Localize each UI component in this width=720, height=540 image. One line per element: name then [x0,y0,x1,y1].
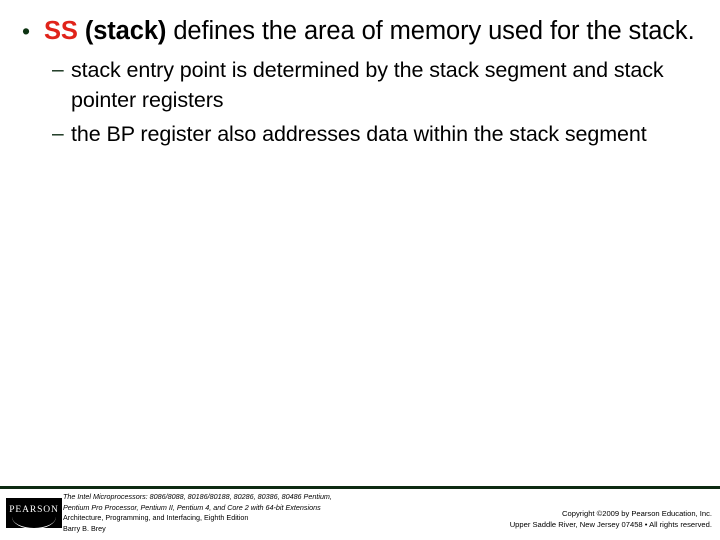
bullet-marker-dash: – [52,58,64,81]
register-name-ss: SS [44,17,78,45]
bullet-level2-first: – stack entry point is determined by the… [0,55,720,115]
bullet-level1-text: SS (stack) defines the area of memory us… [44,14,708,48]
book-citation: The Intel Microprocessors: 8086/8088, 80… [63,492,393,534]
bullet-marker-dot: • [22,18,31,44]
copyright-line: Upper Saddle River, New Jersey 07458 • A… [509,520,712,529]
bullet-level2-text: stack entry point is determined by the s… [71,58,664,112]
bullet-level1-remainder: defines the area of memory used for the … [166,17,695,45]
footer-divider-rule [0,486,720,489]
pearson-logo: PEARSON [6,498,62,528]
bullet-level2-second: – the BP register also addresses data wi… [0,119,720,149]
pearson-logo-swoosh-icon [12,517,56,528]
citation-line: The Intel Microprocessors: 8086/8088, 80… [63,492,332,501]
bullet-level2-text: the BP register also addresses data with… [71,122,647,146]
register-alias-stack: (stack) [77,17,167,45]
citation-line: Architecture, Programming, and Interfaci… [63,513,249,523]
citation-author: Barry B. Brey [63,523,106,533]
copyright-line: Copyright ©2009 by Pearson Education, In… [562,509,712,518]
bullet-level1: • SS (stack) defines the area of memory … [0,14,720,48]
copyright-notice: Copyright ©2009 by Pearson Education, In… [382,508,712,530]
citation-line: Pentium Pro Processor, Pentium II, Penti… [63,502,321,512]
bullet-marker-dash: – [52,122,64,145]
slide-body: • SS (stack) defines the area of memory … [0,14,720,149]
pearson-logo-wordmark: PEARSON [9,505,59,515]
slide-footer: PEARSON The Intel Microprocessors: 8086/… [0,492,720,540]
